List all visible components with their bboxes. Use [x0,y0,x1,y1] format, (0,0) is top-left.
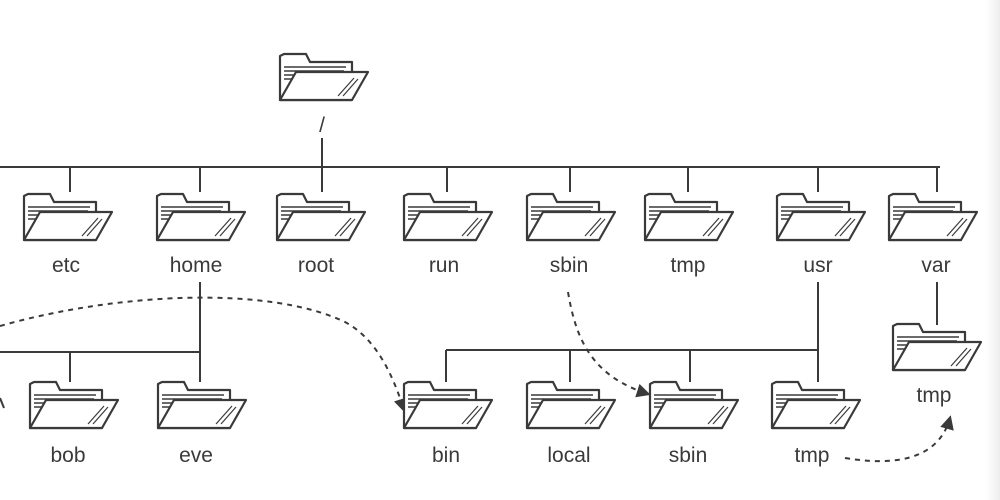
folder-sbin[interactable]: sbin [525,192,617,277]
link-usr-tmp-to-var-tmp [844,415,954,463]
link-sbin-to-usr-sbin [567,291,651,398]
folder-icon [278,52,370,102]
folder-eve[interactable]: eve [156,380,248,467]
folder-usr-local[interactable]: local [525,380,617,467]
folder-var-tmp[interactable]: tmp [891,322,983,407]
folder-var[interactable]: var [887,192,979,277]
folder-usr-tmp[interactable]: tmp [770,380,862,467]
folder-usr-sbin[interactable]: sbin [648,380,740,467]
folder-icon [156,380,248,430]
folder-label-usr-tmp: tmp [794,444,829,467]
folder-icon [887,192,979,242]
folder-icon [775,192,867,242]
folder-icon [402,192,494,242]
folder-label-root-dir: root [298,254,334,277]
folder-label-root: / [319,114,325,137]
folder-label-var: var [921,254,950,277]
folder-label-var-tmp: tmp [916,384,951,407]
folder-label-home: home [170,254,223,277]
folder-usr-bin[interactable]: bin [402,380,494,467]
folder-root-dir[interactable]: root [275,192,367,277]
symlink-arrows [0,291,954,463]
partial-arrow-left [0,397,5,409]
folder-icon [22,192,114,242]
link-to-usr-bin [0,296,408,413]
folder-label-run: run [429,254,459,277]
folder-etc[interactable]: etc [22,192,114,277]
folder-icon [28,380,120,430]
folder-label-sbin: sbin [550,254,589,277]
folder-root[interactable]: / [278,52,370,137]
folder-run[interactable]: run [402,192,494,277]
folder-tmp[interactable]: tmp [643,192,735,277]
folder-label-usr-sbin: sbin [669,444,708,467]
folder-label-etc: etc [52,254,80,277]
folder-label-usr-local: local [547,444,590,467]
folder-icon [648,380,740,430]
folder-icon [770,380,862,430]
folder-icon [402,380,494,430]
folder-icon [525,192,617,242]
folder-icon [891,322,983,372]
folder-icon [643,192,735,242]
tree-connectors [0,138,940,382]
folder-usr[interactable]: usr [775,192,867,277]
folder-label-tmp: tmp [670,254,705,277]
folder-bob[interactable]: bob [28,380,120,467]
folder-label-usr: usr [803,254,832,277]
folder-icon [155,192,247,242]
folder-label-eve: eve [179,444,213,467]
folder-label-bob: bob [50,444,85,467]
folder-icon [525,380,617,430]
right-edge-shadow [986,0,1000,500]
folder-label-usr-bin: bin [432,444,460,467]
folder-icon [275,192,367,242]
folder-home[interactable]: home [155,192,247,277]
